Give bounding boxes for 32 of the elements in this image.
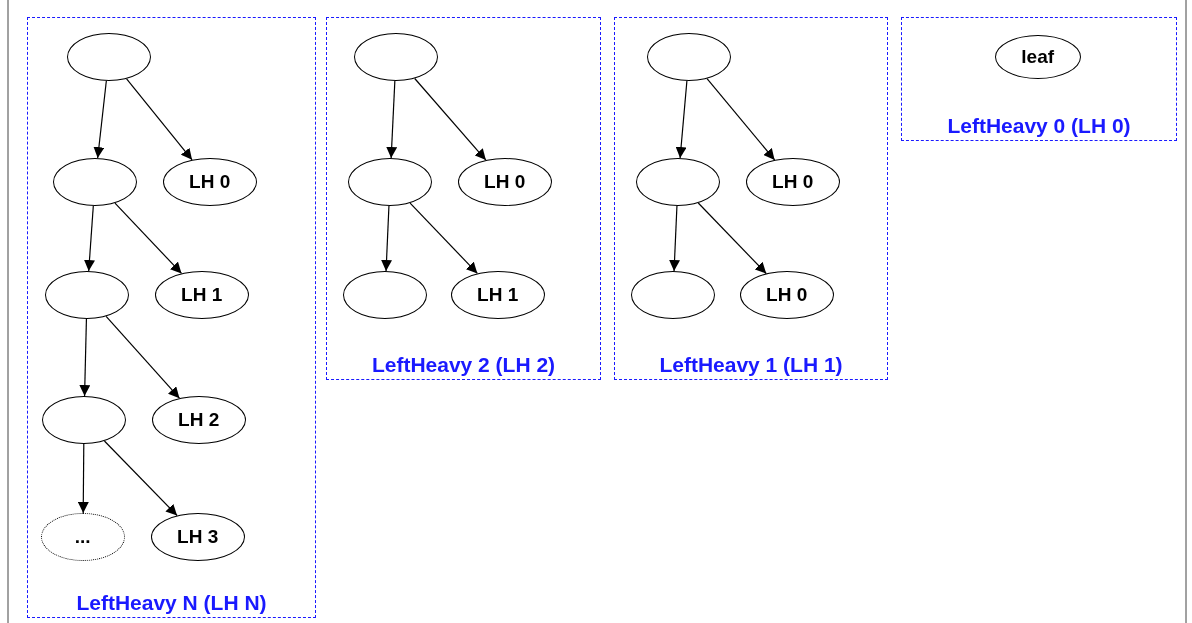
node-label: LH 1 [477,283,519,306]
arrow [84,205,95,272]
node-label: LH 0 [772,170,814,193]
cluster-box [27,17,316,618]
cluster-box [901,17,1177,141]
node-label: LH 0 [766,283,808,306]
cluster-label: LeftHeavy 1 (LH 1) [659,353,843,377]
node-label: LH 3 [177,525,219,548]
arrow [93,80,107,159]
cluster-label: LeftHeavy 2 (LH 2) [371,353,556,377]
node-label: ... [74,525,91,548]
arrow [114,202,183,274]
node-label: LH 0 [484,170,526,193]
arrow [381,205,393,272]
arrow [77,443,89,514]
node-label: LH 1 [181,283,223,306]
arrow [669,205,681,272]
node-label: LH 0 [189,170,231,193]
node-label: LH 2 [178,408,220,431]
arrow [103,440,178,517]
arrow [105,315,181,399]
cluster-box [614,17,888,380]
cluster-box [326,17,601,380]
cluster-label: LeftHeavy 0 (LH 0) [947,114,1131,138]
arrow [414,77,487,161]
cluster-label: LeftHeavy N (LH N) [76,591,267,615]
arrow [386,80,398,159]
node-label: leaf [1021,45,1055,68]
arrow [79,318,91,397]
arrow [675,80,688,159]
arrow [697,202,767,275]
arrow [409,202,478,275]
